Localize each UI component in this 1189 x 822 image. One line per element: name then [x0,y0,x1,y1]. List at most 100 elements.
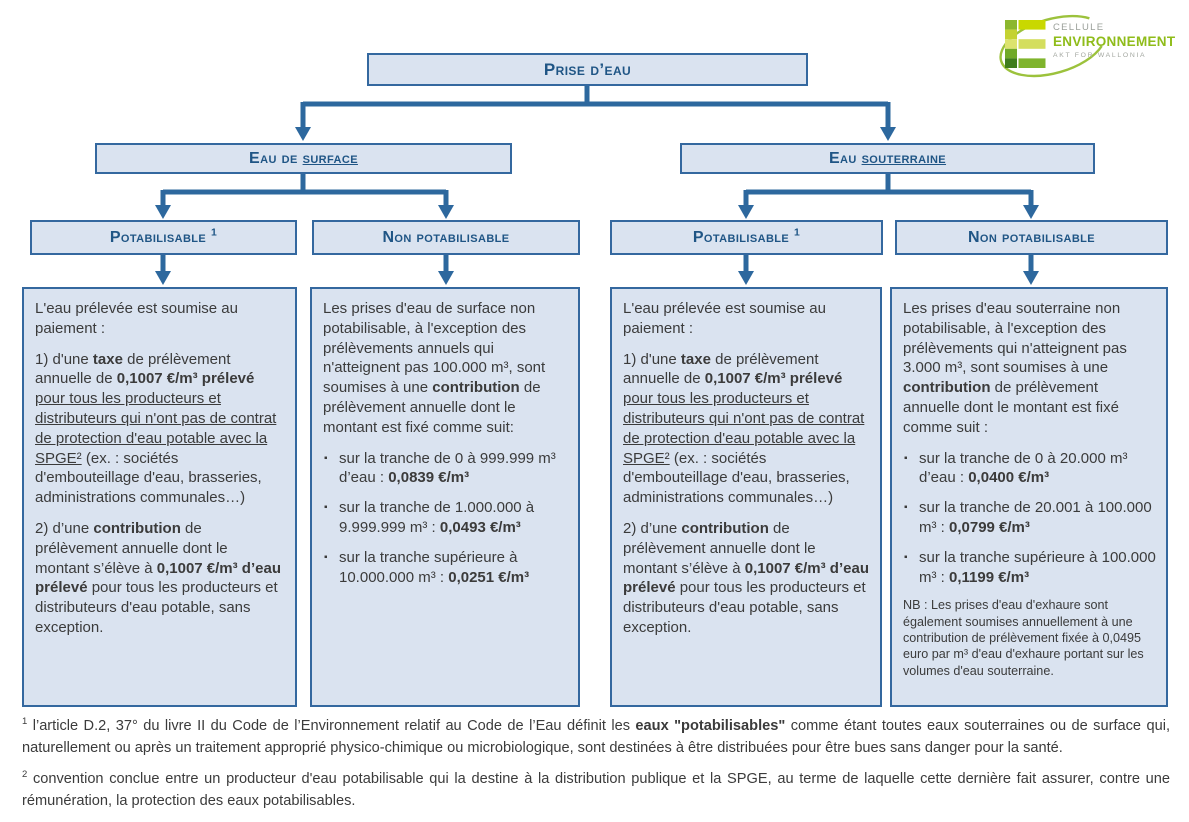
list-item: ▪sur la tranche de 0 à 999.999 m³ d’eau … [323,449,568,489]
block-text: sur la tranche supérieure à 100.000 m³ :… [919,549,1156,586]
block-text: L'eau prélevée est soumise au paiement : [35,300,238,337]
text-run: 1 [22,716,28,728]
text-run: 1 [211,227,218,239]
paragraph: 2) d’une contribution de prélèvement ann… [35,519,285,638]
text-run: de prélèvement annuelle dont le montant … [35,519,228,577]
node-souterraine-non-potabilisable: Non potabilisable [895,220,1168,255]
text-run: 0,0839 €/m³ [388,469,470,487]
text-run: 1 [794,227,801,239]
logo-line-cellule: CELLULE [1053,22,1105,33]
bullet-icon: ▪ [324,502,328,514]
node-eau-de-surface: Eau de surface [95,143,512,174]
paragraph: 1) d'une taxe de prélèvement annuelle de… [623,350,870,508]
block-text: sur la tranche de 1.000.000 à 9.999.999 … [339,499,534,536]
text-run: 0,1007 €/m³ prélevé [704,370,843,388]
text-run: 2 [22,768,28,780]
text-run: 0,1007 €/m³ d’eau prélevé [623,559,869,597]
text-run: taxe [680,350,711,368]
block-text: sur la tranche de 0 à 20.000 m³ d’eau : … [919,450,1127,487]
block-text: L'eau prélevée est soumise au paiement : [623,300,826,337]
paragraph: 1) d'une taxe de prélèvement annuelle de… [35,350,285,508]
node-surface-potabilisable-label: Potabilisable 1 [109,227,218,247]
text-run: surface [302,149,358,167]
text-run: contribution [93,519,181,537]
text-run: pour tous les producteurs et distributeu… [35,579,278,636]
text-run: 0,0799 €/m³ [949,518,1030,536]
logo-ellipse [999,14,1107,78]
text-run: l’article D.2, 37° du livre II du Code d… [27,718,636,734]
text-run: Eau de [249,149,303,167]
list-item: ▪ sur la tranche de 0 à 20.000 m³ d’eau :… [903,449,1156,489]
text-run: Les prises d'eau souterraine non potabil… [903,300,1127,377]
text-run: Eau [828,149,862,167]
text-run: 1) d'une [35,350,93,368]
logo-line-tagline: AKT FOR WALLONIA [1053,52,1147,59]
text-run: contribution [681,519,769,537]
node-surface-non-potabilisable: Non potabilisable [312,220,580,255]
text-run: (ex. : sociétés d'embouteillage d'eau, b… [623,449,850,507]
block-text: 1) d'une taxe de prélèvement annuelle de… [35,351,276,507]
paragraph: L'eau prélevée est soumise au paiement : [623,299,870,339]
block-text: 2) d’une contribution de prélèvement ann… [623,520,869,636]
text-run: pour tous les producteurs et distributeu… [623,390,865,467]
footnote-2: 2 convention conclue entre un producteur… [22,769,1170,813]
text-run: 2) d’une [623,519,682,537]
text-run: sur la tranche de 20.001 à 100.000 m³ : [919,499,1152,536]
node-eau-souterraine: Eau souterraine [680,143,1095,174]
list-item: ▪ sur la tranche de 1.000.000 à 9.999.999… [323,498,568,538]
text-run: 0,0400 €/m³ [968,469,1050,487]
text-run: pour tous les producteurs et distributeu… [623,579,866,636]
text-run: eaux "potabilisables" [635,718,786,734]
text-run: sur la tranche de 0 à 20.000 m³ d’eau : [919,449,1128,487]
block-text: sur la tranche de 20.001 à 100.000 m³ : … [919,499,1152,536]
bullet-icon: ▪ [904,452,908,464]
text-run: de prélèvement annuelle dont le montant … [623,519,816,577]
text-run: de prélèvement annuelle de [35,350,231,388]
block-text: Les prises d'eau souterraine non potabil… [903,300,1127,436]
text-run: L'eau prélevée est soumise au paiement : [623,300,826,337]
paragraph: L'eau prélevée est soumise au paiement : [35,299,285,339]
text-run: contribution [903,379,991,397]
list-item: ▪ sur la tranche de 20.001 à 100.000 m³ :… [903,498,1156,538]
text-run: NB : Les prises d'eau d'exhaure sont éga… [903,598,1144,678]
text-run: 0,1199 €/m³ [949,568,1030,586]
node-souterraine-non-potabilisable-label: Non potabilisable [968,229,1095,247]
paragraph: Les prises d'eau de surface non potabili… [323,299,568,438]
text-run: de prélèvement annuelle dont le montant … [323,379,541,436]
node-souterraine-potabilisable: Potabilisable 1 [610,220,883,255]
node-surface-potabilisable: Potabilisable 1 [30,220,297,255]
logo-e-icon [1005,20,1046,68]
logo-text: CELLULE ENVIRONNEMENT AKT FOR WALLONIA [1053,22,1189,59]
text-run: sur la tranche de 0 à 999.999 m³ d’eau : [339,449,556,487]
text-run: Potabilisable [109,228,211,246]
block-text: sur la tranche de 0 à 999.999 m³ d’eau :… [339,450,556,487]
text-run: Non potabilisable [382,228,510,246]
footnotes: 1 l’article D.2, 37° du livre II du Code… [22,716,1170,822]
block-text: NB : Les prises d'eau d'exhaure sont éga… [903,598,1144,677]
text-run: sur la tranche de 1.000.000 à 9.999.999 … [339,499,535,536]
list-item: ▪ sur la tranche supérieure à 10.000.000 … [323,548,568,588]
paragraph: Les prises d'eau souterraine non potabil… [903,299,1156,438]
bullet-icon: ▪ [904,502,908,514]
root-node-label: Prise d’eau [543,59,632,79]
root-node-prise-d-eau: Prise d’eau [367,53,808,86]
text-run: (ex. : sociétés d'embouteillage d'eau, b… [35,449,262,507]
text-run: comme étant toutes eaux souterraines ou … [22,718,1170,756]
logo-graphic [999,14,1107,78]
paragraph: NB : Les prises d'eau d'exhaure sont éga… [903,597,1156,679]
node-souterraine-potabilisable-label: Potabilisable 1 [693,227,801,247]
text-run: L'eau prélevée est soumise au paiement : [35,300,238,337]
text-run: 0,1007 €/m³ d’eau prélevé [35,559,281,597]
cellule-environnement-logo: CELLULE ENVIRONNEMENT AKT FOR WALLONIA [993,6,1189,82]
logo-line-environnement: ENVIRONNEMENT [1053,34,1176,49]
detail-box-souterraine-potabilisable: L'eau prélevée est soumise au paiement :… [610,287,882,707]
text-run: 0,1007 €/m³ prélevé [116,370,255,388]
detail-box-surface-non-potabilisable: Les prises d'eau de surface non potabili… [310,287,580,707]
block-text: 1) d'une taxe de prélèvement annuelle de… [623,351,864,507]
text-run: 2) d’une [35,519,94,537]
block-text: sur la tranche supérieure à 10.000.000 m… [339,549,529,586]
bullet-icon: ▪ [324,551,328,563]
text-run: sur la tranche supérieure à 10.000.000 m… [339,548,518,586]
